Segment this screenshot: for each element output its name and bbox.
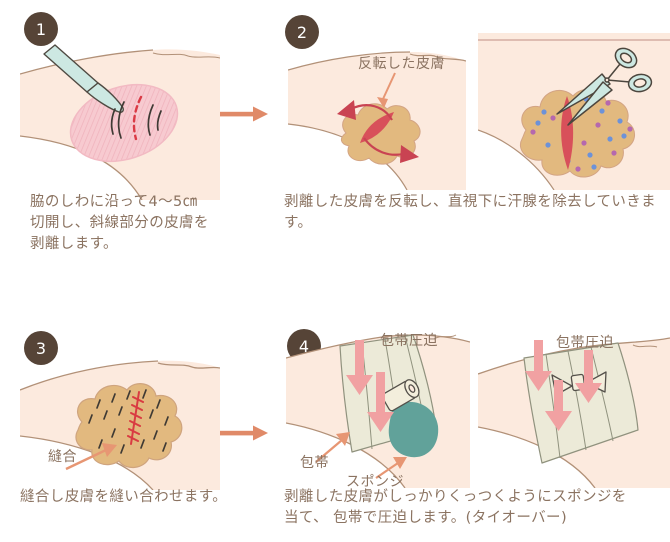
tie-over-knot-illustration: [478, 337, 670, 488]
step-1-number-badge: 1: [24, 12, 58, 46]
step-4-caption: 剥離した皮膚がしっかりくっつくようにスポンジを 当て、 包帯で圧迫します。(タイ…: [284, 489, 627, 526]
step-3-number-badge: 3: [24, 331, 58, 365]
sweat-gland-dots: [530, 96, 633, 172]
suture-illustration: [20, 360, 220, 490]
flipped-skin-label: 反転した皮膚: [358, 56, 445, 72]
step-1-caption: 脇のしわに沿って4～5㎝ 切開し、斜線部分の皮膚を 剥離します。: [30, 194, 209, 252]
hair-stubble: [88, 389, 169, 454]
bandage-wrap: [523, 342, 639, 464]
incision-illustration: [20, 44, 220, 200]
compression-arrows: [525, 340, 602, 431]
everted-skin-flap: [341, 103, 421, 165]
bandage-label: 包帯: [300, 455, 329, 471]
sutured-skin: [75, 383, 183, 468]
everted-skin-flap-large: [520, 88, 635, 178]
bandage-roll-icon: [381, 379, 420, 412]
flow-arrow-icon: [220, 106, 268, 122]
compression-arrows: [346, 340, 394, 432]
scalpel-icon: [43, 44, 124, 113]
scissors-icon: [556, 47, 653, 126]
incision-dashed-line: [132, 95, 143, 141]
tie-over-illustration: [286, 334, 470, 488]
suture-label: 縫合: [48, 449, 77, 465]
everted-skin-illustration: [288, 51, 466, 190]
label-pointer-arrow: [377, 72, 396, 108]
suture-line: [127, 391, 144, 445]
sweat-gland-removal-illustration: [478, 33, 670, 190]
incision-area-hatched: [69, 84, 179, 162]
sponge-label: スポンジ: [346, 474, 404, 490]
bandage-compression-label-right: 包帯圧迫: [556, 335, 614, 351]
step-2-caption: 剥離した皮膚を反転し、直視下に汗腺を除去していきます。: [284, 194, 657, 231]
bandage-compression-label-left: 包帯圧迫: [380, 333, 438, 349]
step-3-caption: 縫合し皮膚を縫い合わせます。: [20, 489, 228, 505]
bandage-pointer-arrow: [315, 432, 350, 463]
wound-opening: [360, 112, 394, 143]
wound-opening-large: [561, 96, 574, 170]
step-2-number-badge: 2: [285, 15, 319, 49]
sponge-pointer-arrow: [375, 457, 407, 479]
armpit-wrinkles: [110, 101, 162, 139]
flip-arrows: [337, 100, 419, 163]
suture-pointer-arrow: [65, 443, 117, 471]
sponge-shape: [388, 401, 439, 458]
flow-arrow-icon: [220, 425, 268, 441]
